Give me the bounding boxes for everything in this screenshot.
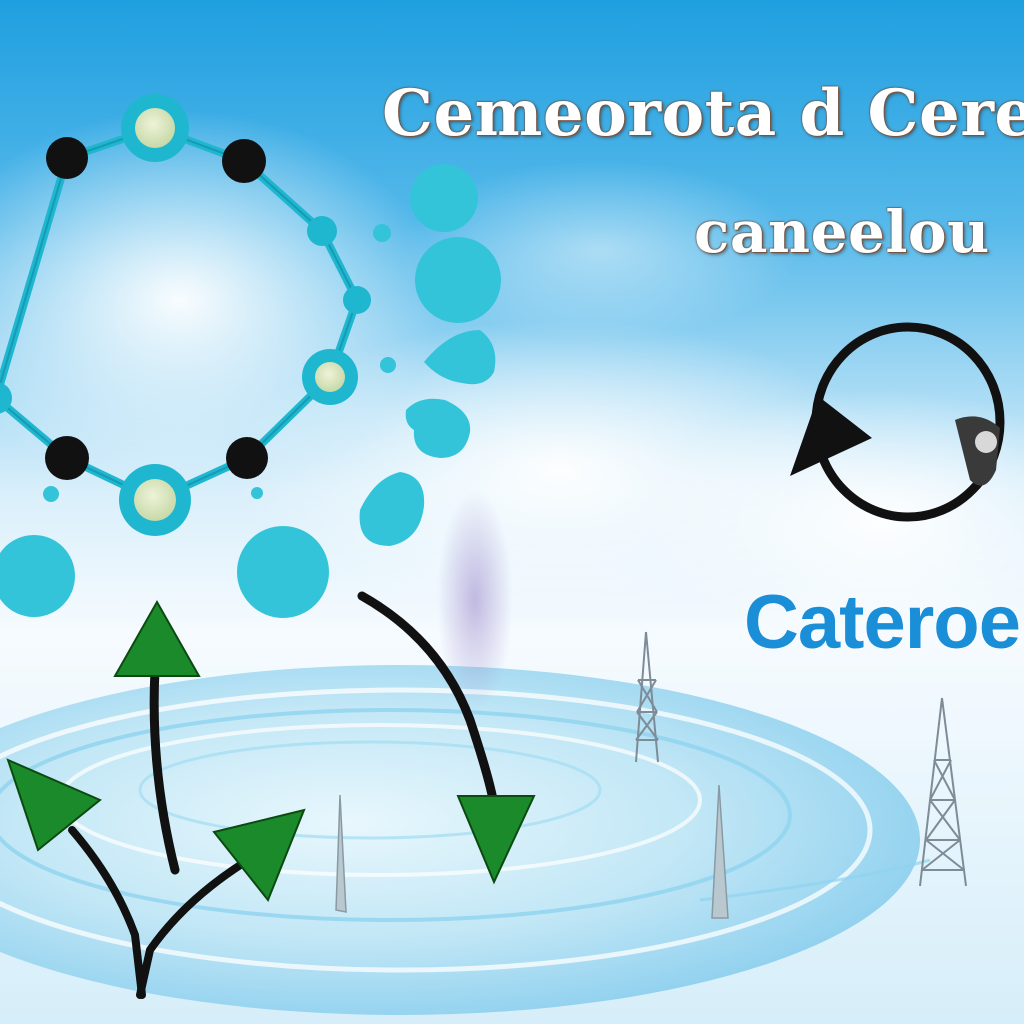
molecule-ring-icon xyxy=(0,94,371,536)
arrow-down-icon xyxy=(357,591,536,885)
headline-line-1: Cemeorota d Cere xyxy=(382,76,1024,151)
arrow-up-icon xyxy=(6,758,146,999)
tower-icon xyxy=(635,631,659,763)
droplet-icon xyxy=(0,164,501,618)
tower-icon xyxy=(335,784,729,919)
arrow-up-icon xyxy=(113,599,201,875)
arrow-up-icon xyxy=(136,808,306,999)
cloud xyxy=(400,160,800,340)
mist-plume xyxy=(437,490,513,710)
tower-icon xyxy=(919,697,967,887)
cloud xyxy=(640,390,1024,650)
caption-label: Cateroe xyxy=(744,580,1021,665)
headline-line-2: caneelou xyxy=(694,198,990,266)
cycle-arrow-icon xyxy=(790,322,1005,522)
